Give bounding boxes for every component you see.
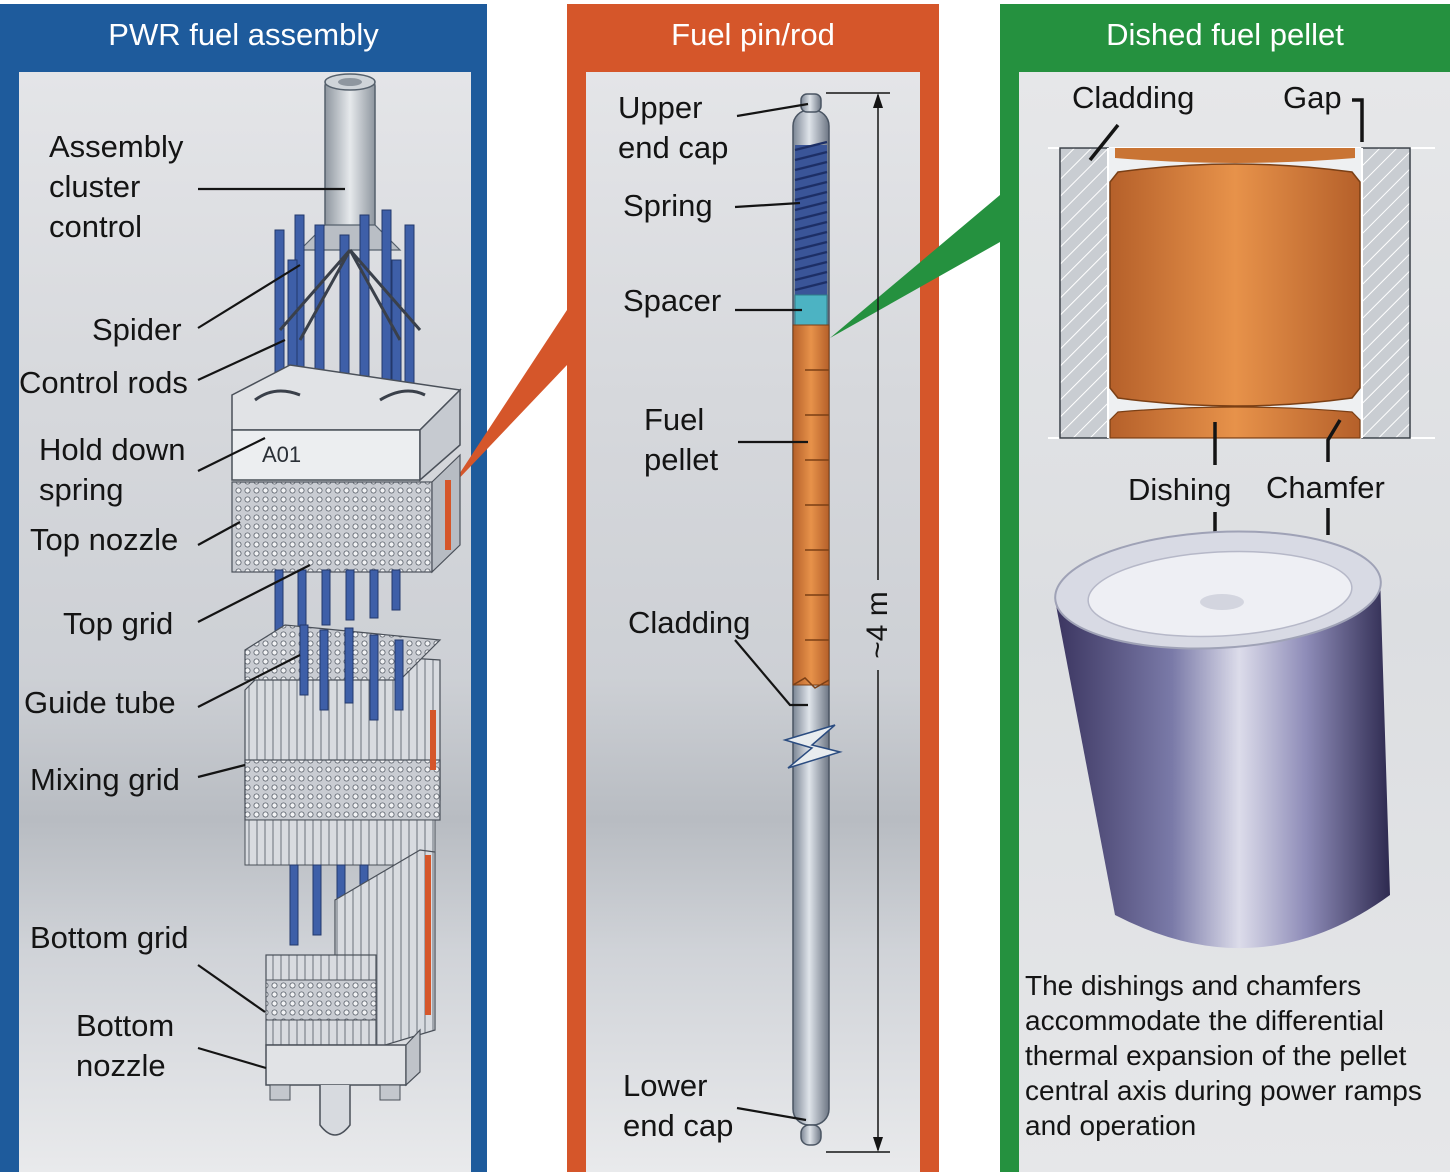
label-chamfer: Chamfer [1266, 470, 1385, 505]
label-mixing-grid: Mixing grid [30, 762, 180, 797]
label-fuel-pellet: Fuel pellet [644, 402, 719, 477]
panel-title: PWR fuel assembly [108, 17, 379, 52]
pellet-explanation-note: The dishings and chamfers accommodate th… [1025, 970, 1422, 1141]
label-spider: Spider [92, 312, 182, 347]
label-cladding-section: Cladding [1072, 80, 1195, 115]
label-control-rods: Control rods [19, 365, 188, 400]
leader-lines-panel-1 [197, 187, 345, 1070]
label-gap: Gap [1283, 80, 1342, 115]
leader-lines-panel-2 [734, 102, 809, 1122]
label-bottom-grid: Bottom grid [30, 920, 189, 955]
label-guide-tube: Guide tube [24, 685, 176, 720]
callout-wedge-orange [450, 310, 567, 488]
assembly-id-marking: A01 [262, 442, 301, 467]
label-spacer: Spacer [623, 283, 722, 318]
panel-title: Fuel pin/rod [671, 17, 835, 52]
label-cladding: Cladding [628, 605, 751, 640]
callout-wedge-green [830, 195, 1000, 338]
fuel-assembly-drawing: A01 [231, 73, 462, 1136]
label-top-nozzle: Top nozzle [30, 522, 179, 557]
label-upper-end-cap: Upper end cap [618, 90, 729, 165]
label-bottom-nozzle: Bottom nozzle [76, 1008, 175, 1083]
panel-fuel-rod: Fuel pin/rod [567, 4, 939, 1172]
label-spring: Spring [623, 188, 713, 223]
label-dishing: Dishing [1128, 472, 1232, 507]
label-top-grid: Top grid [63, 606, 174, 641]
label-hold-down-spring: Hold down spring [39, 432, 186, 507]
rod-length-label: ~4 m [861, 591, 894, 659]
panel-title: Dished fuel pellet [1106, 17, 1344, 52]
pellet-3d-render [1054, 530, 1390, 949]
panel-body [586, 72, 920, 1172]
fuel-rod-drawing: ~4 m [782, 92, 894, 1153]
pellet-cross-section [1048, 147, 1435, 439]
label-assembly-cluster-control: Assembly cluster control [49, 129, 184, 244]
label-lower-end-cap: Lower end cap [623, 1068, 734, 1143]
